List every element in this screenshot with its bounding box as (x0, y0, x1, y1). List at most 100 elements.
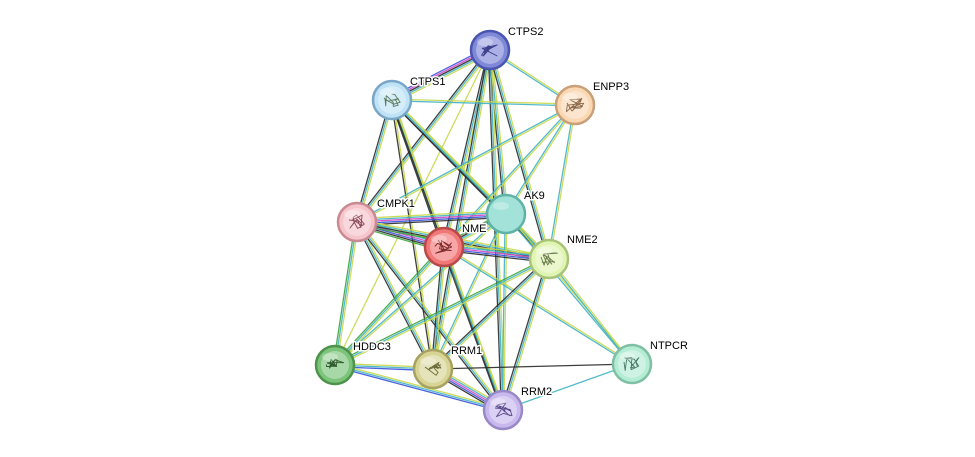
edge-nme2-rrm2[interactable] (500, 258, 552, 411)
edge-evidence-coexpression (500, 258, 548, 410)
edge-ak9-hddc3[interactable] (334, 212, 507, 367)
protein-structure-icon (383, 93, 401, 107)
edge-evidence-textmining (444, 246, 506, 410)
node-ctps1[interactable] (371, 79, 413, 121)
node-label-halo: NME (462, 223, 486, 235)
node-label-ctps2: CTPS2 (508, 26, 543, 38)
node-label-nme2: NME2 (567, 234, 598, 246)
edge-enpp3-cmpk1[interactable] (356, 103, 576, 224)
edge-evidence-database (504, 214, 632, 365)
node-ntpcr[interactable] (611, 343, 653, 385)
edge-nme1-ntpcr[interactable] (443, 245, 633, 366)
protein-structure-icon (623, 356, 640, 371)
node-label-halo: RRM2 (521, 386, 552, 398)
edge-nme1-hddc3[interactable] (333, 245, 446, 367)
edge-evidence-textmining (433, 214, 508, 370)
node-label-rrm2: RRM2 (521, 386, 552, 398)
node-highlight (379, 88, 395, 96)
node-nme1[interactable] (423, 226, 465, 268)
edge-hddc3-rrm2[interactable] (334, 362, 504, 413)
protein-structure-icon (325, 358, 345, 369)
node-label-halo: ENPP3 (593, 81, 629, 93)
node-cmpk1[interactable] (336, 201, 378, 243)
edge-ak9-rrm1[interactable] (431, 213, 508, 370)
edge-evidence-coexpression (432, 363, 633, 370)
edge-nme1-rrm1[interactable] (430, 246, 447, 370)
node-label-halo: RRM1 (451, 345, 482, 357)
node-highlight (420, 357, 436, 365)
edge-nme2-ntpcr[interactable] (547, 258, 634, 365)
edge-evidence-experimental (356, 213, 507, 223)
node-highlight (562, 93, 578, 101)
edge-evidence-coexpression (354, 99, 391, 222)
edge-rrm2-ntpcr[interactable] (502, 363, 633, 411)
node-highlight (619, 352, 635, 360)
node-label-halo: CMPK1 (377, 198, 415, 210)
node-rrm1[interactable] (412, 348, 454, 390)
protein-structure-icon (424, 361, 442, 376)
node-highlight (493, 202, 509, 210)
edge-evidence-textmining (491, 49, 552, 259)
edge-evidence-neighborhood (333, 245, 444, 365)
edge-evidence-textmining (433, 259, 551, 371)
node-structure-backdrop (535, 245, 563, 273)
edge-ak9-rrm2[interactable] (501, 213, 508, 411)
node-ctps2[interactable] (469, 29, 511, 71)
edge-ctps2-nme2[interactable] (487, 49, 552, 260)
edge-cmpk1-rrm1[interactable] (354, 220, 436, 371)
node-hddc3[interactable] (314, 344, 356, 386)
edge-ctps1-enpp3[interactable] (391, 98, 576, 107)
edge-evidence-database (334, 246, 445, 366)
edge-evidence-database (547, 259, 632, 365)
edge-evidence-textmining (357, 50, 492, 224)
edge-evidence-textmining (506, 105, 577, 215)
edge-evidence-textmining (335, 362, 504, 409)
edge-evidence-textmining (549, 105, 577, 260)
edge-ctps1-cmpk1[interactable] (354, 99, 395, 223)
node-label-rrm1: RRM1 (451, 345, 482, 357)
edge-evidence-textmining (504, 259, 552, 411)
node-highlight (536, 247, 552, 255)
edge-nme2-rrm1[interactable] (431, 257, 551, 371)
edge-evidence-coexpression (354, 222, 433, 371)
node-highlight (490, 398, 506, 406)
node-label-halo: CTPS1 (410, 76, 445, 88)
edge-evidence-database (442, 103, 575, 247)
node-label-halo: NTPCR (650, 340, 688, 352)
edge-cmpk1-hddc3[interactable] (332, 221, 360, 366)
edge-nme2-hddc3[interactable] (333, 256, 551, 368)
node-rrm2[interactable] (482, 389, 524, 431)
edge-evidence-textmining (358, 100, 395, 223)
edge-ctps2-cmpk1[interactable] (355, 48, 492, 224)
edge-evidence-database (356, 211, 506, 221)
node-label-halo: CTPS2 (508, 26, 543, 38)
edge-evidence-textmining (357, 220, 436, 369)
edge-evidence-database (431, 213, 506, 369)
node-ak9[interactable] (485, 193, 527, 235)
protein-structure-icon (481, 44, 498, 57)
edge-rrm1-ntpcr[interactable] (432, 363, 633, 370)
edge-evidence-database (334, 258, 550, 366)
edge-evidence-database (334, 364, 504, 411)
edge-evidence-database (501, 213, 506, 410)
edge-evidence-cooccurrence (357, 215, 507, 225)
edge-evidence-textmining (444, 105, 577, 249)
node-label-ctps1: CTPS1 (410, 76, 445, 88)
edge-evidence-textmining (335, 214, 507, 367)
edge-evidence-coexpression (487, 50, 548, 260)
edge-enpp3-nme2[interactable] (547, 104, 577, 260)
edge-evidence-textmining (356, 209, 506, 220)
edge-evidence-database (334, 212, 506, 365)
node-nme2[interactable] (528, 238, 570, 280)
node-enpp3[interactable] (554, 84, 596, 126)
edge-enpp3-ak9[interactable] (504, 104, 577, 215)
edge-evidence-textmining (335, 247, 446, 367)
edge-evidence-database (547, 104, 575, 259)
edge-ak9-ntpcr[interactable] (504, 213, 634, 365)
edge-evidence-database (502, 258, 550, 411)
edge-evidence-textmining (503, 214, 508, 411)
node-circle (423, 226, 465, 268)
node-circle (485, 193, 527, 235)
protein-structure-icon (565, 97, 585, 113)
edge-enpp3-nme1[interactable] (442, 103, 577, 249)
